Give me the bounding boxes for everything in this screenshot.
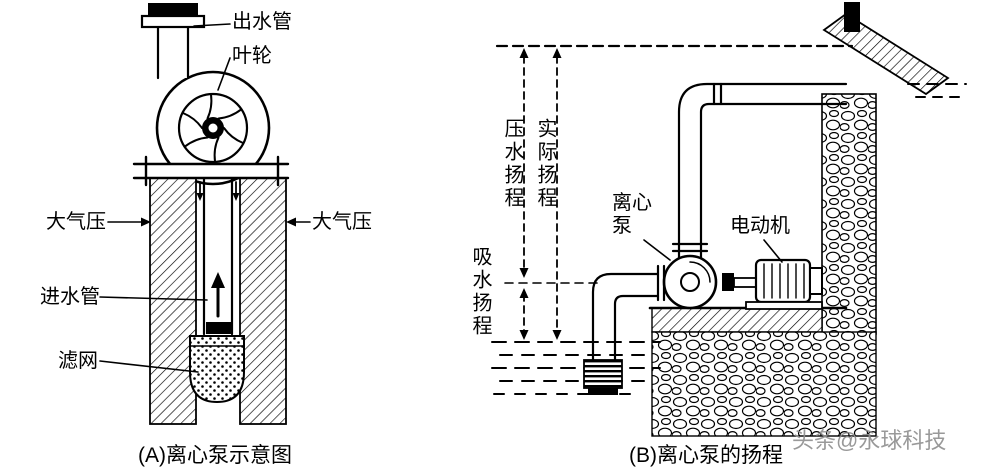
- label-pump: 离心泵: [612, 192, 652, 237]
- pump-drawing: [656, 254, 718, 310]
- casing-flange: [132, 155, 290, 187]
- label-actual-lift: 实际扬程: [534, 118, 556, 210]
- outlet-pipe-drawing: [140, 3, 206, 80]
- figure-a-pointers: [99, 23, 311, 373]
- atm-right-arrowhead: [286, 217, 296, 227]
- water-surface-lower: [491, 341, 661, 395]
- suction-pipe-b: [591, 272, 660, 366]
- figure-b-drawing: [491, 2, 967, 437]
- label-filter: 滤网: [58, 350, 98, 372]
- label-motor: 电动机: [730, 215, 790, 237]
- label-atm-right: 大气压: [312, 211, 372, 233]
- label-pressure-lift: 压水扬程: [501, 118, 523, 210]
- suction-pipe-a: [202, 176, 234, 336]
- discharge-pipe: [671, 82, 848, 260]
- label-inlet-pipe: 进水管: [40, 286, 100, 308]
- label-atm-left: 大气压: [46, 211, 106, 233]
- foot-valve-a: [206, 322, 232, 334]
- annulus-down-arrows: [196, 181, 240, 201]
- figure-b-pointers: [643, 239, 783, 263]
- rubble-base: [651, 331, 877, 437]
- filter-drawing: [189, 335, 245, 404]
- figure-a-drawing: [99, 3, 311, 425]
- stone-wall: [821, 93, 877, 335]
- atm-left-arrowhead: [141, 217, 151, 227]
- platform-hatch: [651, 307, 823, 333]
- label-suction-lift: 吸水扬程: [469, 246, 491, 338]
- level-marker: [844, 2, 860, 32]
- motor-drawing: [722, 258, 823, 310]
- label-impeller: 叶轮: [232, 45, 272, 67]
- watermark-text: 头条@永球科技: [792, 428, 947, 453]
- figure-a-caption: (A)离心泵示意图: [138, 444, 292, 467]
- flow-up-arrow: [211, 272, 225, 318]
- measurement-lines: [495, 44, 854, 333]
- foot-valve-b: [583, 359, 623, 395]
- figure-b-caption: (B)离心泵的扬程: [629, 444, 783, 467]
- label-outlet-pipe: 出水管: [232, 11, 292, 33]
- chute-wall: [822, 12, 950, 96]
- water-surface-upper: [907, 83, 967, 98]
- measurement-arrowheads: [519, 48, 562, 340]
- impeller-drawing: [177, 92, 249, 164]
